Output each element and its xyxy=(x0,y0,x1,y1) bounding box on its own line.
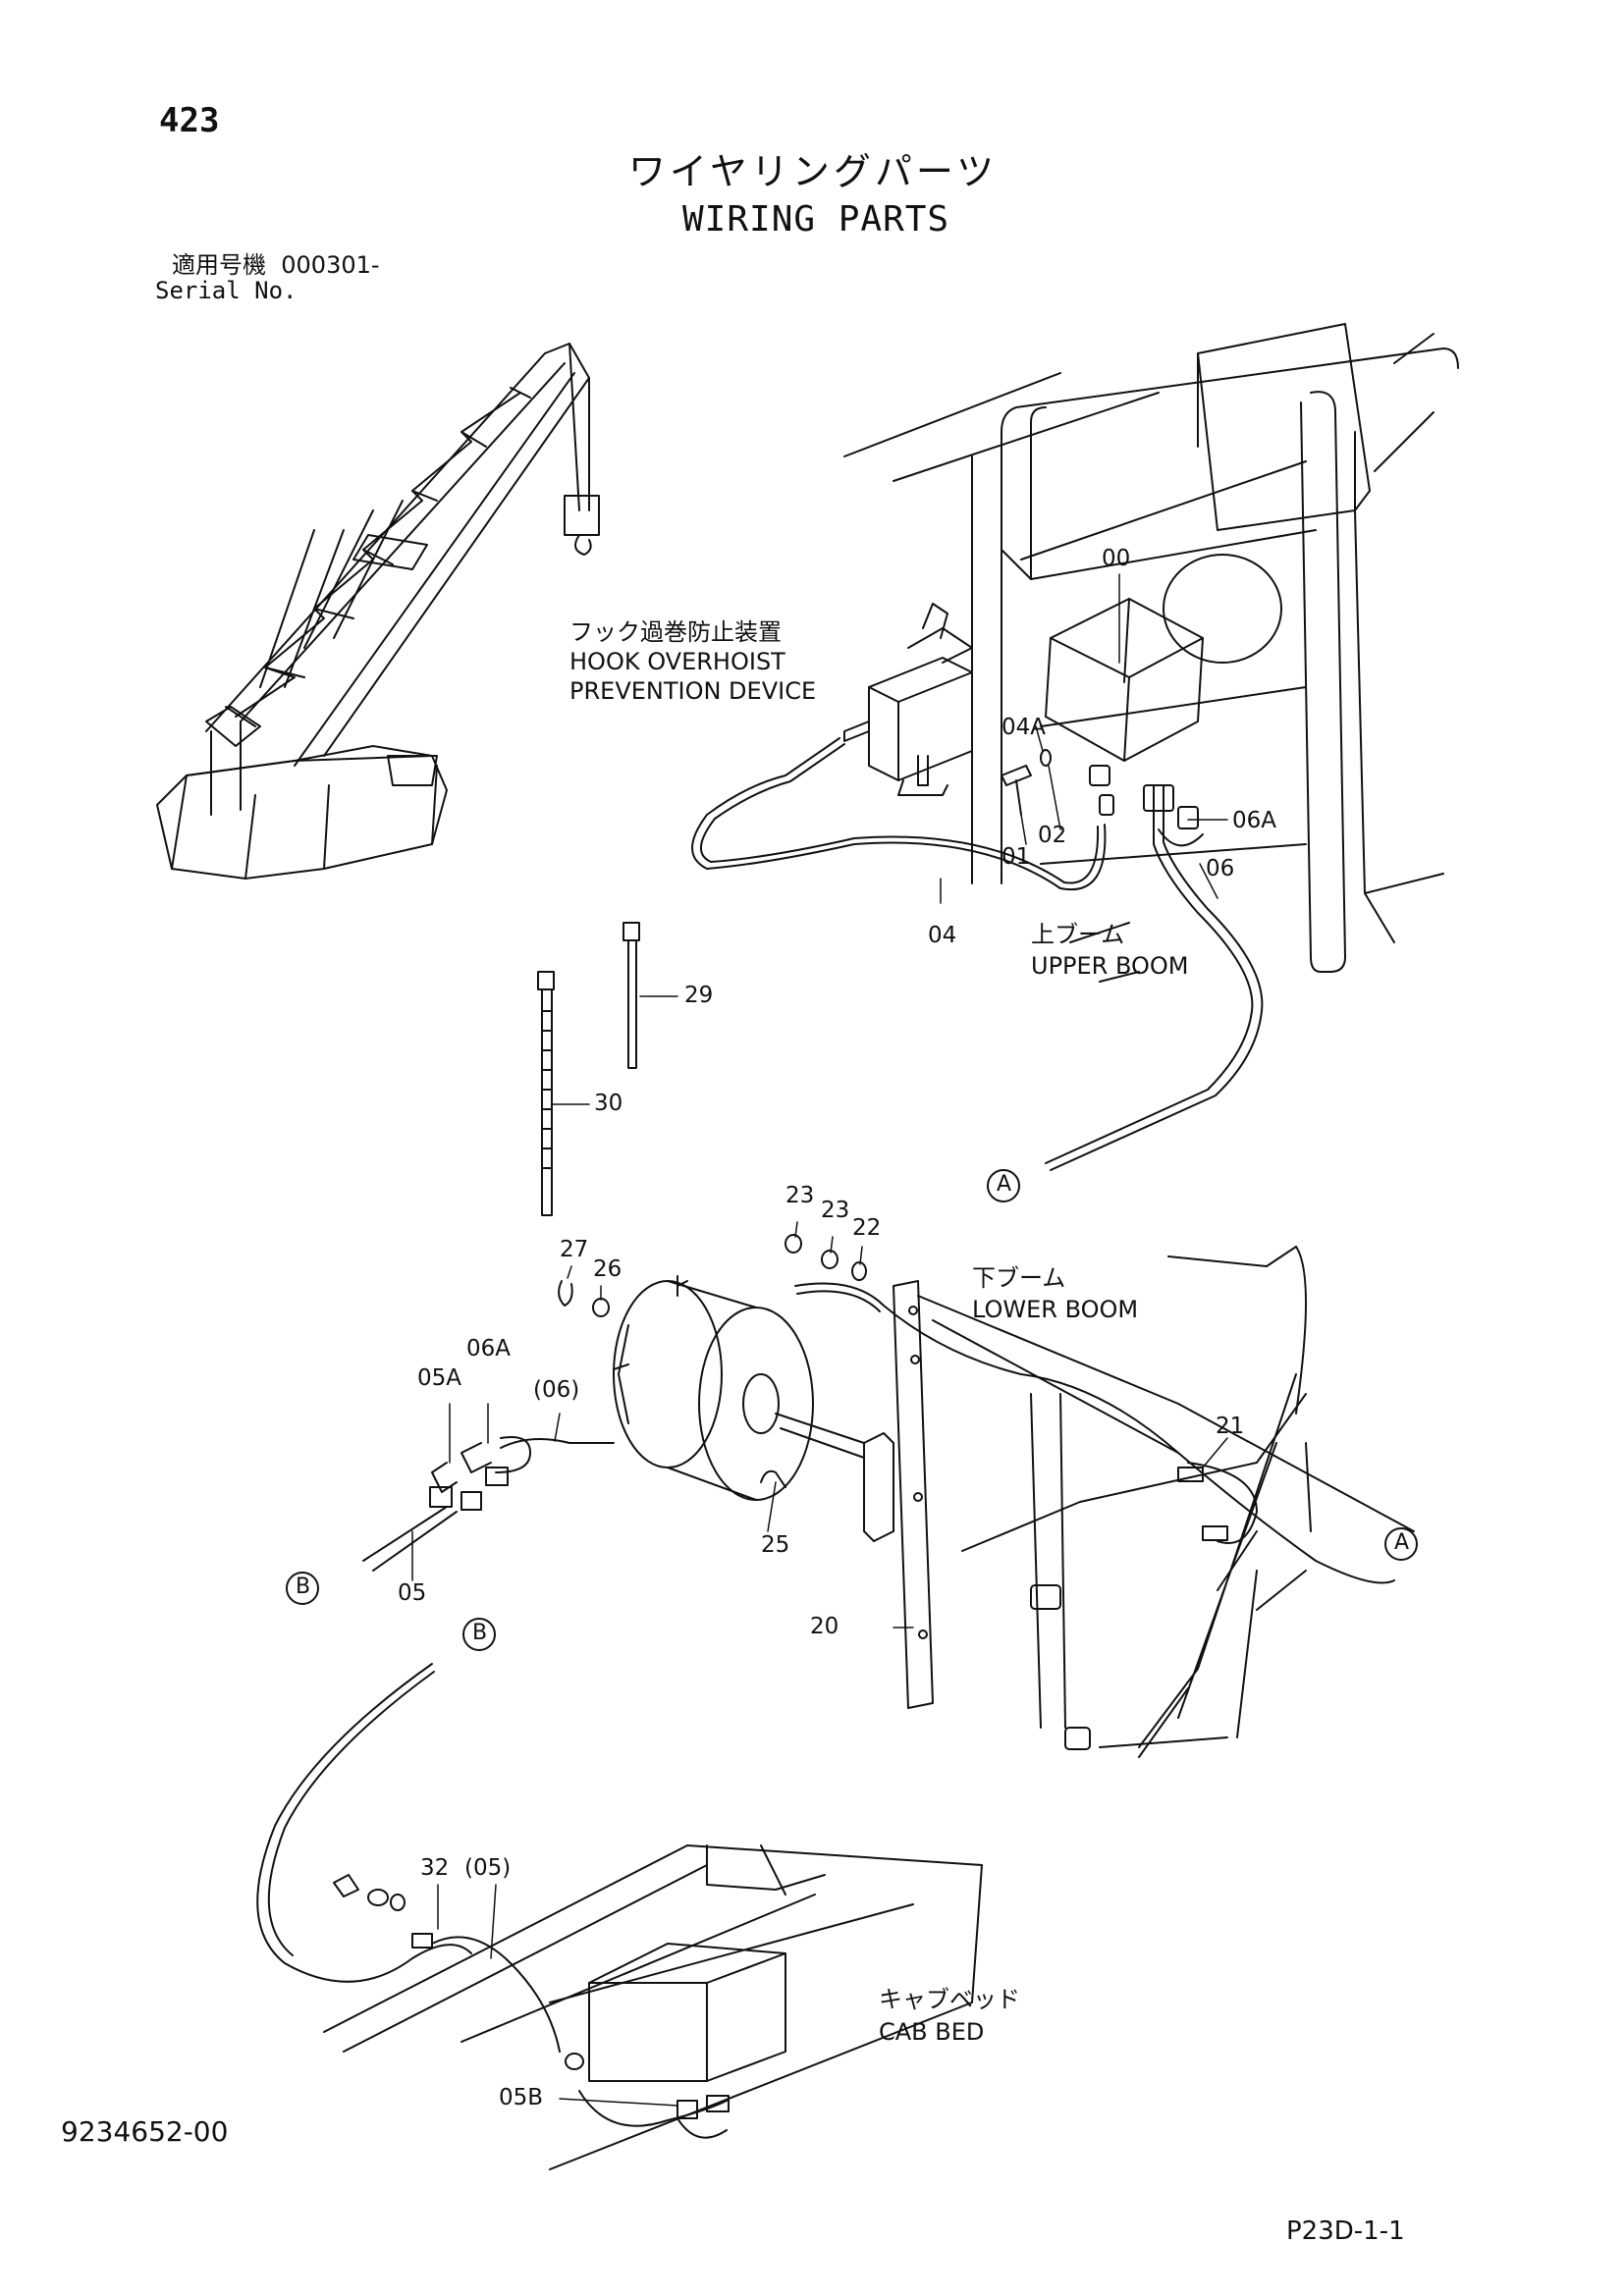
callout-05-paren: (05) xyxy=(464,1855,512,1881)
callout-29: 29 xyxy=(684,983,714,1008)
crane-overview-illustration xyxy=(156,343,600,880)
hook-label-en-2: PREVENTION DEVICE xyxy=(569,677,817,705)
lower-boom-label-jp: 下ブーム xyxy=(972,1264,1066,1292)
callout-05b: 05B xyxy=(499,2085,544,2110)
callout-05: 05 xyxy=(398,1580,427,1606)
serial-line: 適用号機 000301- xyxy=(172,253,380,277)
bracket-20 xyxy=(863,1280,934,1709)
junction-box-00 xyxy=(1045,598,1204,762)
callout-06-upper: 06 xyxy=(1206,856,1235,881)
connector-b-lower: B xyxy=(296,1575,311,1599)
title-japanese: ワイヤリングパーツ xyxy=(628,150,999,193)
callout-20: 20 xyxy=(810,1614,839,1639)
page-number: 423 xyxy=(159,101,220,140)
callout-22: 22 xyxy=(852,1215,882,1241)
callout-02: 02 xyxy=(1038,823,1067,848)
upper-boom-structure xyxy=(843,323,1459,983)
upper-boom-label-en: UPPER BOOM xyxy=(1031,952,1189,980)
callout-01: 01 xyxy=(1001,844,1031,870)
callout-26: 26 xyxy=(593,1256,623,1282)
serial-value: 000301- xyxy=(281,251,380,279)
connector-a-upper: A xyxy=(997,1172,1012,1197)
cab-bed-label-jp: キャブベッド xyxy=(879,1986,1020,2013)
lower-boom-label-en: LOWER BOOM xyxy=(972,1296,1139,1323)
callout-06a-upper: 06A xyxy=(1232,808,1277,833)
hook-label-en-1: HOOK OVERHOIST xyxy=(569,648,785,675)
cable-06 xyxy=(1045,784,1264,1171)
callout-06-paren: (06) xyxy=(533,1377,580,1403)
bolt-washer-parts xyxy=(1001,749,1052,816)
hook-label-jp: フック過巻防止装置 xyxy=(569,618,782,646)
cable-reel xyxy=(613,1275,865,1501)
hook-overhoist-device xyxy=(843,603,973,796)
callout-23-a: 23 xyxy=(785,1183,815,1208)
serial-label-jp: 適用号機 xyxy=(172,251,266,279)
lower-boom-structure xyxy=(917,1246,1415,1758)
page-code: P23D-1-1 xyxy=(1286,2216,1405,2246)
callout-06a-mid: 06A xyxy=(466,1336,512,1362)
cable-lower-connectors xyxy=(362,1282,1395,1584)
cab-bed-label-en: CAB BED xyxy=(879,2018,985,2046)
callout-27: 27 xyxy=(560,1237,589,1262)
callout-00: 00 xyxy=(1102,546,1131,571)
cable-04 xyxy=(691,737,1114,891)
cab-bed-structure xyxy=(256,1663,983,2170)
connector-circles xyxy=(286,1169,1418,1651)
callout-23-b: 23 xyxy=(821,1198,850,1223)
small-hardware-parts xyxy=(558,1234,867,1488)
leader-lines xyxy=(411,573,1228,2107)
cable-ties xyxy=(537,922,640,1216)
document-number: 9234652-00 xyxy=(61,2115,229,2148)
callout-04a: 04A xyxy=(1001,715,1047,740)
callout-21: 21 xyxy=(1216,1414,1245,1439)
callout-30: 30 xyxy=(594,1091,623,1116)
callout-05a: 05A xyxy=(417,1365,462,1391)
serial-label-en: Serial No. xyxy=(155,277,298,304)
upper-boom-label-jp: 上ブーム xyxy=(1031,921,1125,948)
connector-b-upper: B xyxy=(472,1621,488,1645)
callout-25: 25 xyxy=(761,1532,790,1558)
callout-32: 32 xyxy=(420,1855,450,1881)
title-english: WIRING PARTS xyxy=(682,199,950,240)
connector-a-lower: A xyxy=(1394,1530,1410,1555)
callout-04: 04 xyxy=(928,923,957,948)
